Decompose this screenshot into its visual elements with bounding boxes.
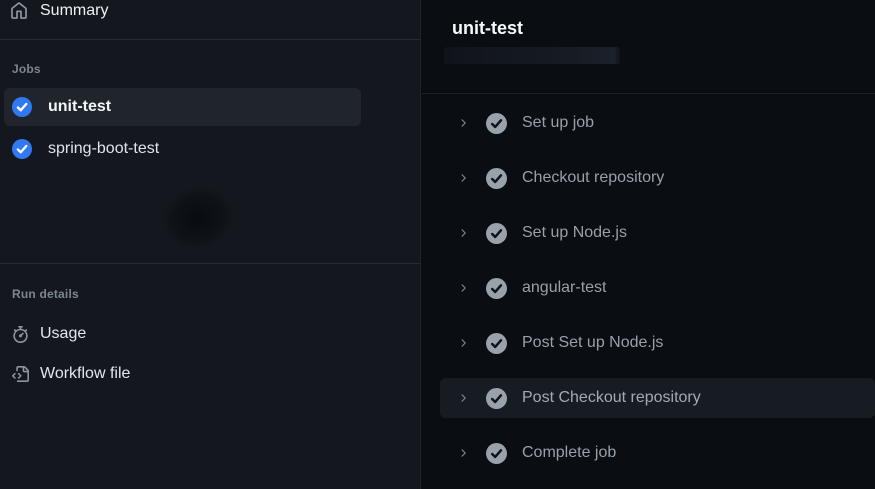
sidebar-job-unit-test[interactable]: unit-test [4, 88, 361, 126]
summary-label: Summary [40, 2, 109, 19]
check-circle-icon [12, 97, 32, 117]
sidebar-job-spring-boot-test[interactable]: spring-boot-test [4, 130, 361, 168]
step-row-complete-job: Complete job [422, 433, 875, 483]
sidebar-item-summary[interactable]: Summary [0, 0, 420, 26]
check-circle-icon [12, 139, 32, 159]
step-label: Set up job [522, 114, 595, 131]
step-label: Complete job [522, 444, 617, 461]
sidebar-divider-top [0, 39, 420, 40]
log-panel: unit-test Set up job Checkout repository [422, 0, 875, 489]
step-row-post-set-up-node-js: Post Set up Node.js [422, 323, 875, 373]
chevron-right-icon[interactable] [457, 227, 469, 239]
job-label: spring-boot-test [48, 140, 160, 157]
run-details-label: Usage [40, 325, 87, 342]
jobs-list: unit-test spring-boot-test [0, 88, 420, 172]
run-details-item-usage[interactable]: Usage [0, 317, 420, 351]
chevron-right-icon[interactable] [457, 282, 469, 294]
step-label: Checkout repository [522, 169, 665, 186]
run-details-item-workflow-file[interactable]: Workflow file [0, 357, 420, 391]
steps-list: Set up job Checkout repository Set up No… [422, 93, 875, 483]
step-row-set-up-node-js: Set up Node.js [422, 213, 875, 263]
check-circle-icon [486, 442, 507, 464]
check-circle-icon [486, 222, 507, 244]
step-row-set-up-job: Set up job [422, 103, 875, 153]
step-row-post-checkout-repository: Post Checkout repository [422, 378, 875, 428]
log-header-divider [422, 93, 875, 94]
stopwatch-icon [13, 325, 28, 343]
file-code-icon [12, 365, 29, 382]
chevron-right-icon[interactable] [457, 392, 469, 404]
chevron-right-icon[interactable] [457, 117, 469, 129]
step-label: angular-test [522, 279, 607, 296]
run-details-section-header: Run details [12, 287, 79, 301]
chevron-right-icon[interactable] [457, 172, 469, 184]
check-circle-icon [486, 277, 507, 299]
watermark-smudge [143, 168, 253, 268]
step-label: Post Set up Node.js [522, 334, 664, 351]
job-label: unit-test [48, 98, 112, 115]
sidebar: Summary Jobs unit-test spring-boot-test … [0, 0, 421, 489]
chevron-right-icon[interactable] [457, 447, 469, 459]
sidebar-divider-middle [0, 263, 420, 264]
duration-skeleton [444, 47, 620, 64]
check-circle-icon [486, 387, 507, 409]
check-circle-icon [486, 332, 507, 354]
step-label: Post Checkout repository [522, 389, 701, 406]
step-label: Set up Node.js [522, 224, 627, 241]
check-circle-icon [486, 167, 507, 189]
jobs-section-header: Jobs [12, 62, 41, 76]
run-details-label: Workflow file [40, 365, 131, 382]
run-details-list: Usage Workflow file [0, 317, 420, 397]
chevron-right-icon[interactable] [457, 337, 469, 349]
check-circle-icon [486, 112, 507, 134]
home-icon [11, 2, 27, 19]
step-row-checkout-repository: Checkout repository [422, 158, 875, 208]
step-row-angular-test: angular-test [422, 268, 875, 318]
job-title: unit-test [452, 18, 523, 38]
